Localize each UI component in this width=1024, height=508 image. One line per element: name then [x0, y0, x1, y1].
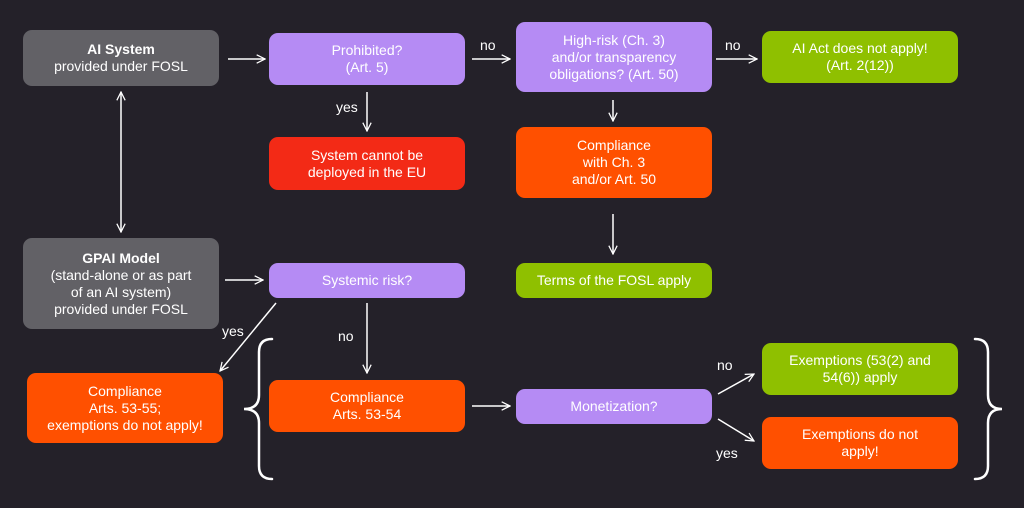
- compliance-53-55-box: Compliance Arts. 53-55; exemptions do no…: [27, 373, 223, 443]
- right-curly-brace: [973, 337, 1003, 481]
- high-risk-line3: obligations? (Art. 50): [549, 65, 679, 82]
- exemptions-apply-line2: 54(6)) apply: [822, 369, 898, 385]
- cannot-deploy-box: System cannot be deployed in the EU: [269, 137, 465, 190]
- prohibited-line2: (Art. 5): [345, 59, 389, 75]
- edge-label-systemic-yes: yes: [222, 323, 244, 339]
- exemptions-not-line2: apply!: [841, 443, 879, 459]
- edge-label-systemic-no: no: [338, 328, 354, 344]
- monetization-box: Monetization?: [516, 389, 712, 424]
- systemic-risk-text: Systemic risk?: [321, 272, 413, 288]
- exemptions-not-line1: Exemptions do not: [802, 426, 918, 442]
- high-risk-box: High-risk (Ch. 3) and/or transparency ob…: [516, 22, 712, 92]
- arrow-systemic-to-comp-53-55: [220, 302, 277, 371]
- high-risk-line2: and/or transparency: [551, 48, 677, 65]
- not-apply-line1: AI Act does not apply!: [792, 40, 928, 56]
- ai-system-text: provided under FOSL: [54, 58, 188, 74]
- edge-label-high-risk-no: no: [725, 37, 741, 53]
- arrow-monetization-to-exemptions-not: [717, 418, 754, 441]
- compliance-53-54-line1: Compliance: [330, 389, 404, 405]
- edge-label-prohibited-yes: yes: [336, 99, 358, 115]
- edge-label-monetization-no: no: [717, 357, 733, 373]
- edge-label-prohibited-no: no: [480, 37, 496, 53]
- compliance-ch3-box: Compliance with Ch. 3 and/or Art. 50: [516, 127, 712, 198]
- high-risk-line1: High-risk (Ch. 3): [563, 31, 665, 48]
- exemptions-apply-box: Exemptions (53(2) and 54(6)) apply: [762, 343, 958, 395]
- compliance-53-54-box: Compliance Arts. 53-54: [269, 380, 465, 432]
- ai-system-box: AI System provided under FOSL: [23, 30, 219, 86]
- arrow-monetization-to-exemptions-apply: [717, 374, 754, 395]
- cannot-deploy-line1: System cannot be: [310, 146, 424, 163]
- cannot-deploy-line2: deployed in the EU: [307, 163, 427, 180]
- compliance-53-55-line2: Arts. 53-55;: [88, 399, 162, 416]
- gpai-model-line4: provided under FOSL: [54, 300, 188, 317]
- monetization-text: Monetization?: [570, 398, 658, 414]
- compliance-53-54-line2: Arts. 53-54: [332, 406, 402, 422]
- edge-label-monetization-yes: yes: [716, 445, 738, 461]
- compliance-ch3-line1: Compliance: [577, 137, 651, 153]
- fosl-terms-text: Terms of the FOSL apply: [536, 272, 692, 288]
- left-curly-brace: [243, 337, 274, 481]
- fosl-terms-box: Terms of the FOSL apply: [516, 263, 712, 298]
- not-apply-line2: (Art. 2(12)): [826, 57, 894, 73]
- gpai-model-line3: of an AI system): [70, 283, 172, 300]
- gpai-model-title: GPAI Model: [82, 249, 160, 266]
- gpai-model-line2: (stand-alone or as part: [50, 266, 192, 283]
- gpai-model-box: GPAI Model (stand-alone or as part of an…: [23, 238, 219, 329]
- prohibited-box: Prohibited? (Art. 5): [269, 33, 465, 85]
- not-apply-box: AI Act does not apply! (Art. 2(12)): [762, 31, 958, 83]
- systemic-risk-box: Systemic risk?: [269, 263, 465, 298]
- exemptions-apply-line1: Exemptions (53(2) and: [789, 352, 931, 368]
- compliance-53-55-line1: Compliance: [88, 382, 162, 399]
- ai-system-title: AI System: [87, 41, 155, 57]
- prohibited-line1: Prohibited?: [331, 42, 403, 58]
- compliance-ch3-line2: with Ch. 3: [582, 154, 646, 170]
- compliance-ch3-line3: and/or Art. 50: [571, 171, 657, 187]
- exemptions-not-box: Exemptions do not apply!: [762, 417, 958, 469]
- compliance-53-55-line3: exemptions do not apply!: [47, 416, 203, 433]
